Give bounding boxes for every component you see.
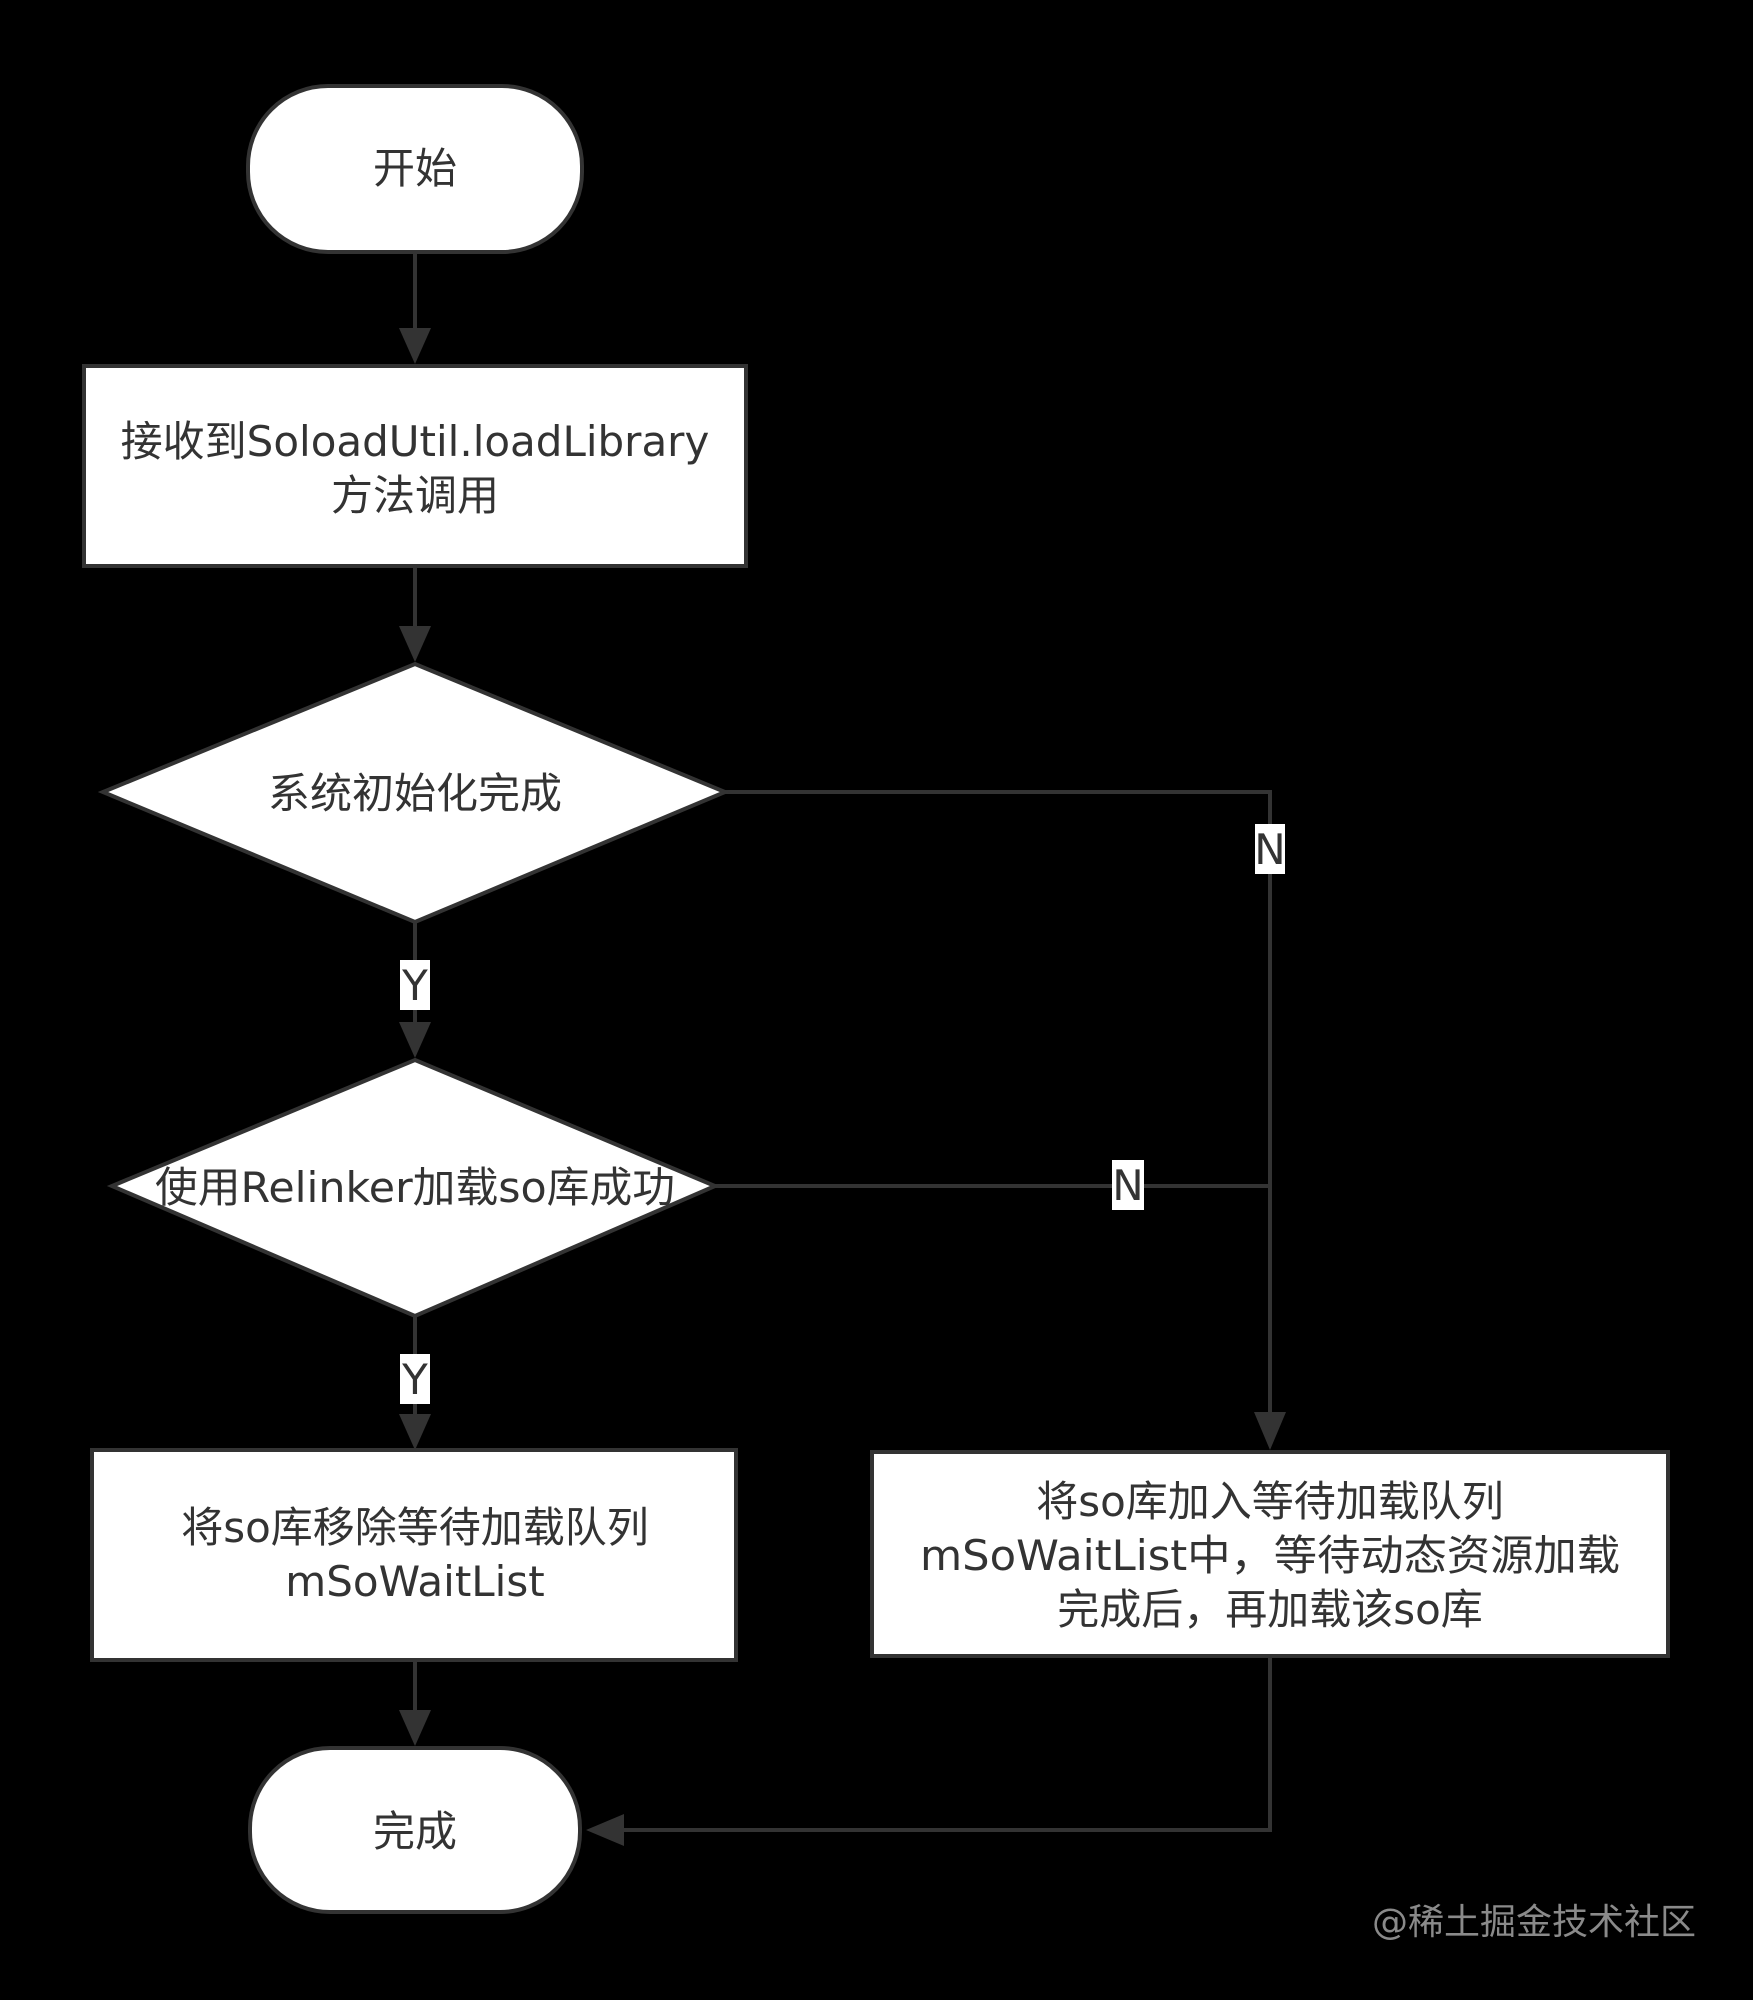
- arrowhead-relinker-to-remove: [399, 1414, 431, 1450]
- remove-from-queue-line1: 将so库移除等待加载队列: [181, 1503, 649, 1552]
- arrowhead-start-to-receive: [399, 328, 431, 364]
- receive-shape: [82, 364, 748, 568]
- receive-label-line1: 接收到SoloadUtil.loadLibrary: [121, 417, 710, 466]
- edges: [399, 252, 1286, 1846]
- end-shape: [248, 1746, 582, 1914]
- arrowhead-init-to-add: [1254, 1412, 1286, 1450]
- node-receive: 接收到SoloadUtil.loadLibrary 方法调用: [82, 364, 748, 568]
- relinker-ok-label: 使用Relinker加载so库成功: [155, 1163, 675, 1212]
- add-to-queue-line1: 将so库加入等待加载队列: [1036, 1477, 1504, 1526]
- label-bg-init-no: [1255, 824, 1285, 874]
- init-done-shape: [97, 661, 731, 925]
- node-start: 开始: [246, 84, 584, 254]
- label-bg-relinker-yes: [400, 1354, 430, 1404]
- label-relinker-yes: Y: [401, 1355, 428, 1404]
- arrowhead-receive-to-init: [399, 626, 431, 662]
- watermark-text: @稀土掘金技术社区: [1372, 1902, 1696, 1943]
- node-add-to-queue: 将so库加入等待加载队列 mSoWaitList中，等待动态资源加载 完成后，再…: [870, 1450, 1670, 1658]
- label-init-yes: Y: [401, 961, 428, 1010]
- arrowhead-remove-to-end: [399, 1710, 431, 1746]
- node-relinker-ok: 使用Relinker加载so库成功: [106, 1057, 721, 1319]
- label-relinker-no: N: [1112, 1161, 1143, 1210]
- edge-labels: Y N Y N: [400, 824, 1286, 1404]
- remove-from-queue-line2: mSoWaitList: [285, 1557, 544, 1606]
- init-done-label: 系统初始化完成: [268, 769, 562, 818]
- end-label: 完成: [373, 1807, 457, 1856]
- start-shape: [246, 84, 584, 254]
- relinker-ok-shape: [106, 1057, 721, 1319]
- node-init-done: 系统初始化完成: [97, 661, 731, 925]
- arrowhead-init-to-relinker: [399, 1022, 431, 1058]
- receive-label-line2: 方法调用: [331, 471, 499, 520]
- add-to-queue-shape: [870, 1450, 1670, 1658]
- label-bg-relinker-no: [1112, 1160, 1144, 1210]
- edge-init-to-add: [725, 790, 1272, 1414]
- node-remove-from-queue: 将so库移除等待加载队列 mSoWaitList: [90, 1448, 738, 1662]
- start-label: 开始: [373, 144, 457, 193]
- add-to-queue-line2: mSoWaitList中，等待动态资源加载: [920, 1531, 1620, 1580]
- label-bg-init-yes: [400, 960, 430, 1010]
- arrowhead-add-to-end: [586, 1814, 624, 1846]
- edge-add-to-end: [618, 1656, 1272, 1832]
- node-end: 完成: [248, 1746, 582, 1914]
- label-init-no: N: [1254, 825, 1285, 874]
- add-to-queue-line3: 完成后，再加载该so库: [1057, 1585, 1483, 1634]
- remove-from-queue-shape: [90, 1448, 738, 1662]
